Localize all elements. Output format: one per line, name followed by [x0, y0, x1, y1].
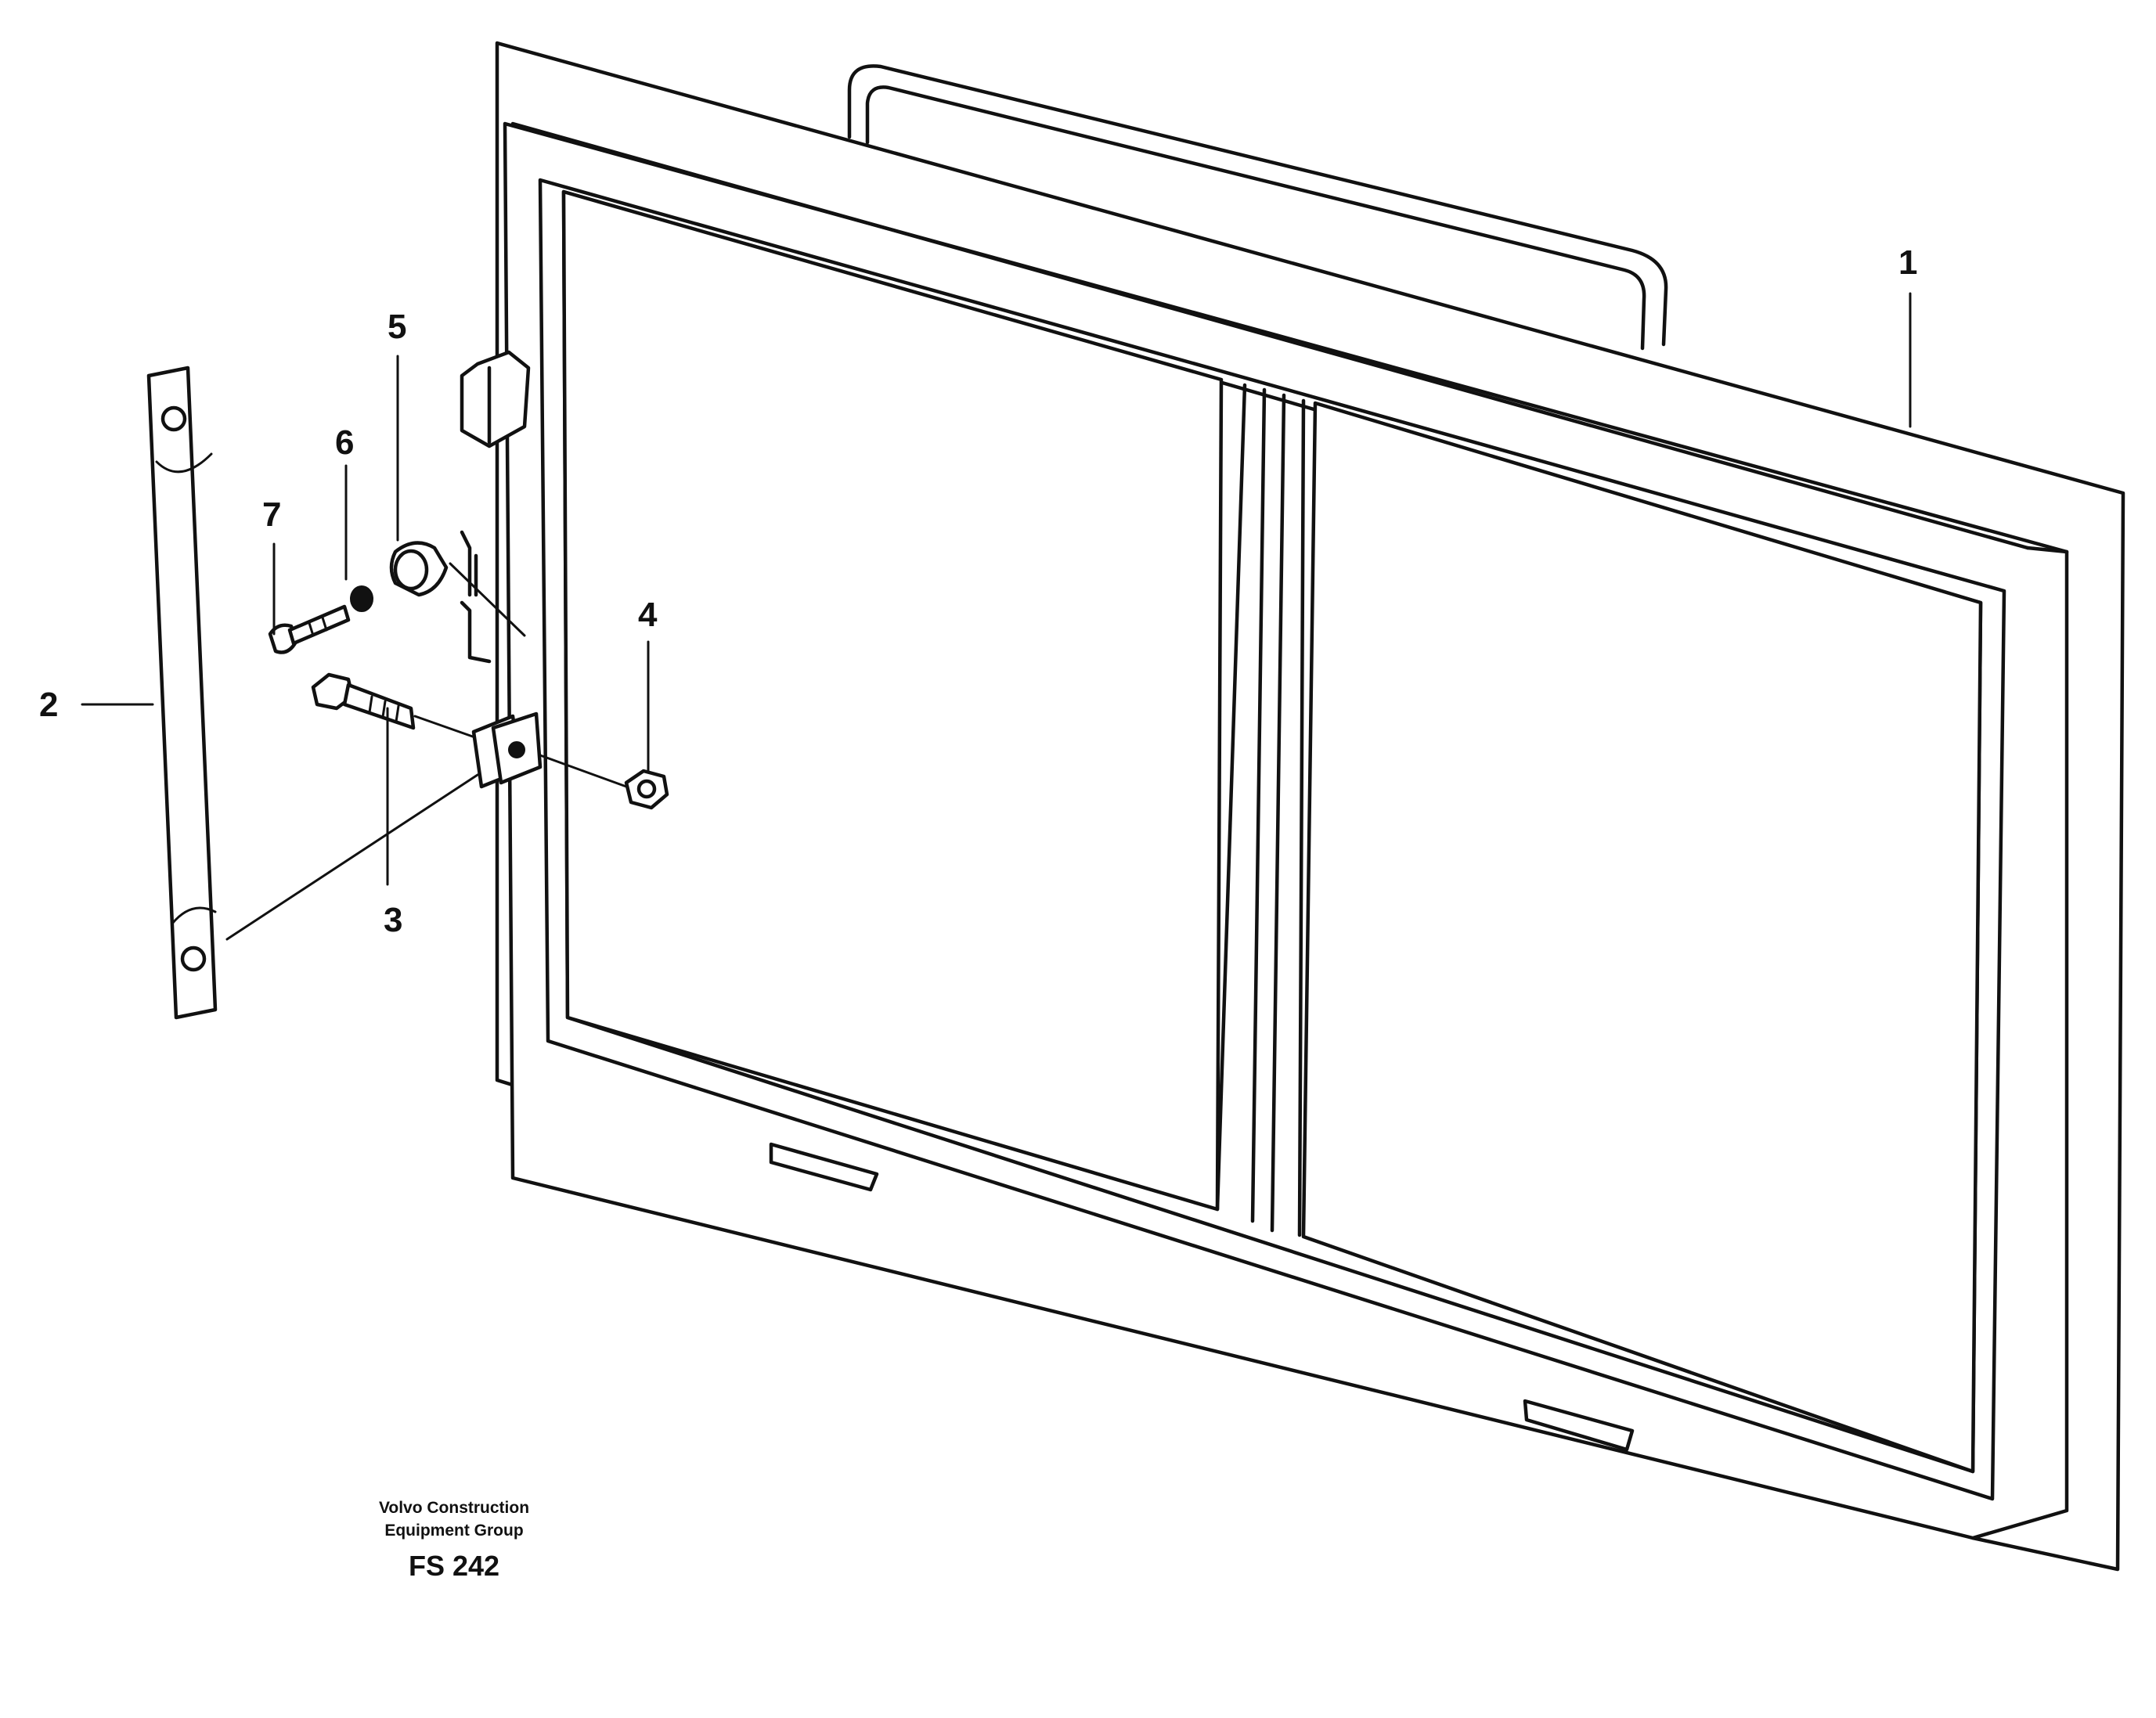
credit-line-2: Equipment Group [384, 1522, 523, 1540]
stay-arm [146, 366, 218, 1020]
nut [539, 754, 669, 810]
figure-code: FS 242 [409, 1550, 499, 1582]
clamp-plates [471, 711, 543, 789]
callout-3: 3 [384, 901, 402, 939]
center-mullion [1215, 383, 1306, 1237]
bolt [311, 672, 483, 741]
callout-7: 7 [262, 495, 281, 534]
callout-5: 5 [388, 308, 406, 346]
callout-4: 4 [638, 596, 658, 634]
credit-line-1: Volvo Construction [379, 1499, 529, 1517]
callout-2: 2 [39, 686, 58, 724]
bottom-guide-tabs [769, 1142, 1635, 1452]
buffer-screw-assembly [268, 530, 526, 664]
window-handle-bar [847, 64, 1668, 351]
window-frame [495, 41, 2125, 1572]
callout-6: 6 [335, 423, 354, 462]
callout-1: 1 [1898, 243, 1917, 282]
leader-lines [81, 292, 1912, 941]
latch-bracket [460, 350, 531, 448]
